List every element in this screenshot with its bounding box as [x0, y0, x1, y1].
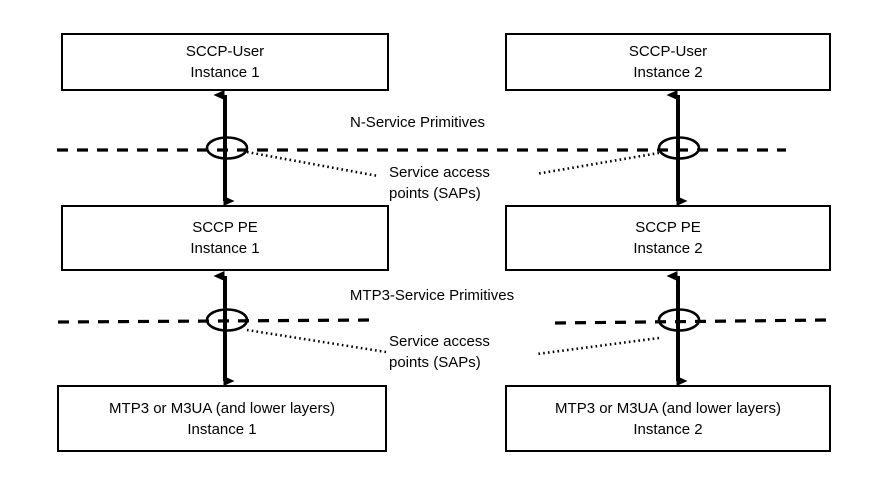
mtp3-service-boundary-line-right	[554, 318, 829, 325]
node-box-sccp-pe-1[interactable]: SCCP PE Instance 1	[61, 205, 389, 271]
node-box-sccp-pe-2[interactable]: SCCP PE Instance 2	[505, 205, 831, 271]
node-box-mtp3-1[interactable]: MTP3 or M3UA (and lower layers) Instance…	[57, 385, 387, 452]
sap-annotation-lower-line1: Service access	[389, 333, 490, 350]
sap-ellipse-upper-right	[657, 136, 701, 160]
node-box-mtp3-1-line2: Instance 1	[187, 420, 257, 438]
sap-leader-upper-left	[246, 150, 379, 178]
sap-leader-upper-right	[535, 151, 660, 176]
node-box-sccp-user-1-line2: Instance 1	[190, 64, 260, 81]
sap-annotation-lower: Service access points (SAPs)	[389, 331, 490, 373]
node-box-sccp-user-2-line2: Instance 2	[633, 64, 703, 81]
sap-leader-lower-right	[536, 336, 660, 356]
boundary-label-mtp3-service: MTP3-Service Primitives	[349, 287, 515, 304]
sap-ellipse-lower-left	[205, 308, 249, 332]
node-box-mtp3-2-line1: MTP3 or M3UA (and lower layers)	[555, 399, 781, 417]
node-box-mtp3-2-line2: Instance 2	[633, 420, 703, 438]
node-box-sccp-pe-1-line1: SCCP PE	[192, 219, 258, 236]
node-box-mtp3-2[interactable]: MTP3 or M3UA (and lower layers) Instance…	[505, 385, 831, 452]
sap-annotation-upper: Service access points (SAPs)	[389, 162, 490, 204]
sap-annotation-upper-line1: Service access	[389, 164, 490, 181]
node-box-sccp-user-1-line1: SCCP-User	[185, 43, 265, 60]
sap-ellipse-upper-left	[205, 136, 249, 160]
node-box-sccp-user-1[interactable]: SCCP-User Instance 1	[61, 33, 389, 91]
boundary-label-n-service: N-Service Primitives	[349, 114, 485, 131]
sap-ellipse-lower-right	[657, 308, 701, 332]
sap-leader-lower-left	[246, 328, 387, 354]
node-box-sccp-pe-1-line2: Instance 1	[190, 240, 260, 257]
node-box-sccp-pe-2-line2: Instance 2	[633, 240, 703, 257]
sap-annotation-lower-line2: points (SAPs)	[389, 354, 481, 371]
mtp3-service-boundary-line-left	[57, 318, 373, 324]
node-box-sccp-pe-2-line1: SCCP PE	[635, 219, 701, 236]
node-box-mtp3-1-line1: MTP3 or M3UA (and lower layers)	[109, 399, 335, 417]
sap-annotation-upper-line2: points (SAPs)	[389, 185, 481, 202]
node-box-sccp-user-2[interactable]: SCCP-User Instance 2	[505, 33, 831, 91]
node-box-sccp-user-2-line1: SCCP-User	[628, 43, 708, 60]
